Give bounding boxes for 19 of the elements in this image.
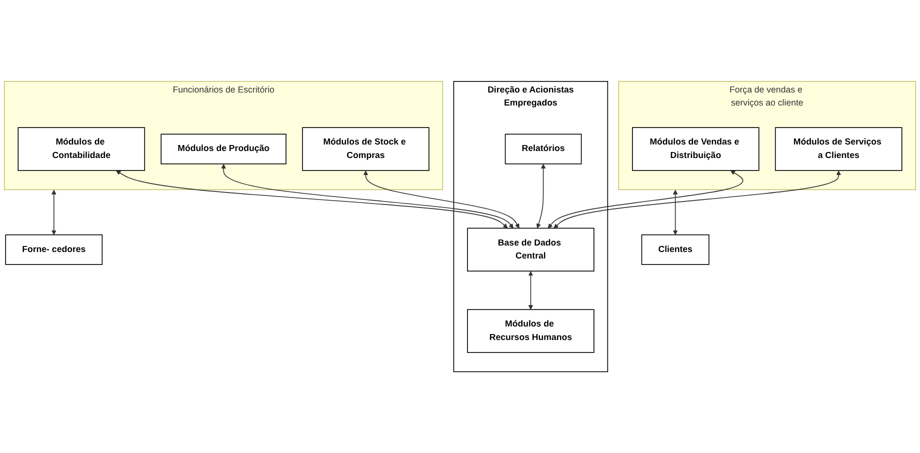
- node-box: Módulos de Produção: [160, 134, 286, 164]
- node-box: Módulos de Serviços a Clientes: [774, 127, 902, 171]
- node-box: Base de Dados Central: [467, 228, 594, 272]
- arrow: [528, 271, 534, 310]
- node-box: Módulos de Stock e Compras: [302, 127, 430, 171]
- arrow: [116, 170, 508, 228]
- arrow: [536, 164, 546, 228]
- arrow: [221, 164, 514, 228]
- node-box: Módulos de Recursos Humanos: [467, 309, 594, 353]
- arrow: [554, 170, 842, 228]
- node-box: Relatórios: [504, 134, 582, 164]
- arrow: [672, 190, 678, 235]
- node-box: Módulos de Contabilidade: [18, 127, 146, 171]
- node-box: Forne- cedores: [5, 234, 103, 265]
- node-box: Módulos de Vendas e Distribuição: [632, 127, 760, 171]
- arrow: [363, 170, 520, 228]
- arrow: [548, 170, 744, 228]
- arrow: [51, 190, 56, 235]
- node-box: Clientes: [641, 234, 710, 265]
